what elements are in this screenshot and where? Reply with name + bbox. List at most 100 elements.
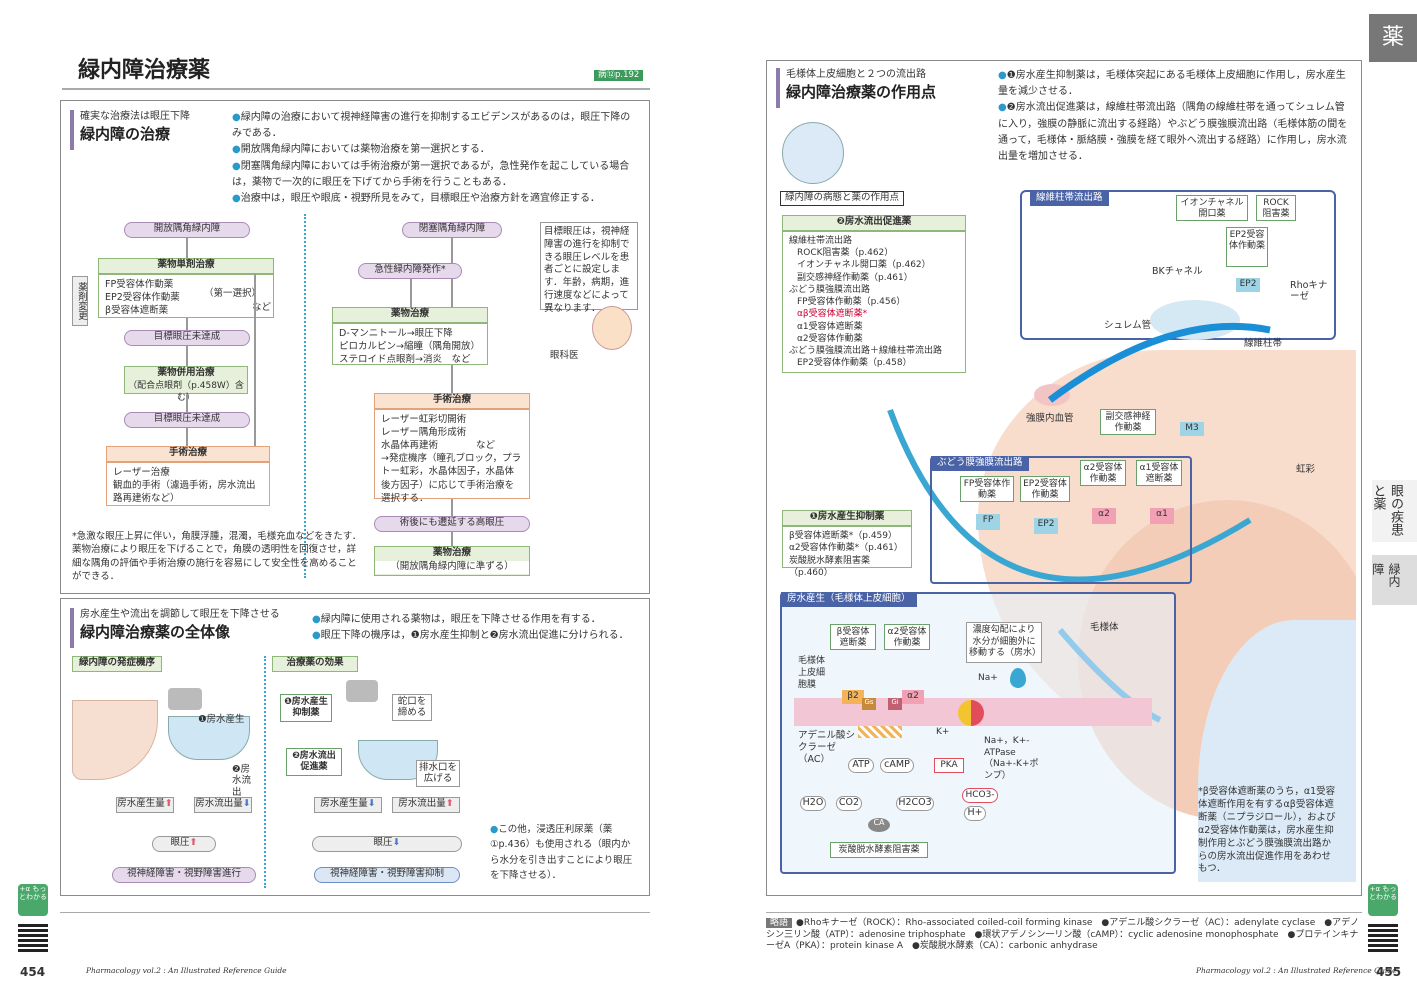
- section1-title: 緑内障の治療: [80, 124, 171, 143]
- section2-title: 緑内障治療薬の全体像: [80, 622, 231, 641]
- page-number-left: 454: [20, 965, 46, 979]
- doctor-avatar: [592, 306, 632, 350]
- outflow-promoter-title: ❷房水流出促進薬: [782, 215, 966, 231]
- surgery-header-2: 手術治療: [374, 393, 530, 409]
- production-inhibitor-list: β受容体遮断薬*（p.459）α2受容体作動薬*（p.461）炭酸脱水酵素阻害薬…: [782, 526, 912, 578]
- water-drop-icon: [1010, 668, 1026, 688]
- iop-down: 眼圧⬇: [312, 836, 462, 852]
- right-sub: 毛様体上皮細胞と２つの流出路: [786, 69, 926, 80]
- drug-therapy-2: 薬物治療（開放隅角緑内障に準ずる）: [374, 546, 530, 576]
- aqueous-production-title: 房水産生（毛様体上皮細胞）: [781, 592, 917, 607]
- persistent-iop-box: 術後にも遷延する高眼圧: [374, 516, 530, 532]
- section1-bullets: ●緑内障の治療において視神経障害の進行を抑制するエビデンスがあるのは，眼圧下降の…: [232, 110, 640, 207]
- drug-therapy-list: D-マンニトール→眼圧下降ピロカルピン→縮瞳（隅角開放）ステロイド点眼剤→消炎 …: [332, 323, 488, 365]
- ep2-receptor-2: EP2: [1034, 518, 1058, 534]
- h-node: H+: [964, 806, 986, 821]
- ep2-receptor: EP2: [1236, 278, 1260, 292]
- faucet-icon: [168, 688, 202, 710]
- alpha2-receptor-2: α2: [902, 690, 924, 704]
- gi-protein: Gi: [888, 698, 902, 710]
- scleral-vessel-label: 強膜内血管: [1026, 413, 1074, 424]
- ac-enzyme: [858, 726, 902, 738]
- pathogenesis-label: 緑内障の発症機序: [72, 656, 162, 672]
- drug-change-box: 薬剤変更: [72, 276, 88, 326]
- na-ion: Na+: [978, 673, 998, 683]
- production-inhibitor-tag: ❶房水産生抑制薬: [280, 694, 332, 722]
- parasympathetic-agonist: 副交感神経作動薬: [1100, 409, 1156, 435]
- production-amount-up: 房水産生量⬆: [116, 797, 174, 813]
- abbr-tag: 略語: [766, 918, 793, 928]
- pump-label: Na+，K+-ATPase（Na+-K+ポンプ）: [984, 736, 1039, 782]
- widen-drain-note: 排水口を広げる: [416, 760, 460, 787]
- bullet: ●閉塞隅角緑内障においては手術治療が第一選択であるが，急性発作を起こしている場合…: [232, 160, 630, 188]
- beta2-receptor: β2: [842, 690, 864, 704]
- alpha1-receptor: α1: [1150, 508, 1174, 524]
- fp-agonist: FP受容体作動薬: [960, 476, 1014, 502]
- surgery-list-1: レーザー治療観血的手術（濾過手術，房水流出路再建術など）: [106, 462, 270, 506]
- iris-label: 虹彩: [1296, 464, 1316, 475]
- fp-receptor: FP: [976, 514, 1000, 530]
- qr-code-left[interactable]: [18, 922, 48, 952]
- production-label: ❶房水産生: [198, 714, 245, 725]
- trabecular-outflow-box: [1020, 190, 1336, 340]
- monotherapy-header: 薬物単剤治療: [98, 258, 274, 274]
- production-amount-down: 房水産生量⬇: [314, 797, 382, 813]
- surgery-header-1: 手術治療: [106, 446, 270, 462]
- chapter-tab: 薬: [1369, 14, 1417, 62]
- ref-badge: 病⑫p.192: [594, 70, 644, 82]
- pathology-site-label: 緑内障の病態と薬の作用点: [780, 191, 905, 206]
- section-treatment: [60, 100, 650, 594]
- ion-channel-opener: イオンチャネル開口薬: [1176, 195, 1248, 221]
- section2-sub: 房水産生や流出を調節して眼圧を下降させる: [80, 609, 280, 620]
- acute-attack-box: 急性緑内障発作*: [358, 263, 462, 279]
- page-number-right: 455: [1376, 965, 1402, 979]
- footer-rule-right: [766, 912, 1362, 913]
- ep2-agonist-2: EP2受容体作動薬: [1020, 476, 1070, 502]
- rock-inhibitor: ROCK阻害薬: [1256, 195, 1296, 221]
- outflow-amount-down: 房水流出量⬇: [194, 797, 252, 813]
- h2o-node: H2O: [800, 796, 826, 811]
- gradient-note: 濃度勾配により水分が細胞外に移動する（房水）: [966, 622, 1042, 663]
- plus-alpha-icon-right[interactable]: +α もっとわかる: [1368, 884, 1398, 916]
- section-overview: [60, 598, 650, 896]
- eye-thumbnail: [782, 122, 844, 184]
- etc-label: など: [252, 302, 272, 313]
- section1-sub: 確実な治療法は眼圧下降: [80, 111, 190, 122]
- ca-enzyme: CA: [868, 818, 890, 832]
- camp-node: cAMP: [880, 758, 914, 773]
- production-inhibitor-title: ❶房水産生抑制薬: [782, 510, 912, 526]
- outflow-amount-up: 房水流出量⬆: [392, 797, 460, 813]
- section1-header: 確実な治療法は眼圧下降 緑内障の治療: [70, 110, 220, 150]
- beta-blocker-tag: β受容体遮断薬: [830, 624, 876, 650]
- qr-code-right[interactable]: [1368, 922, 1398, 952]
- trabecular-outflow-title: 線維柱帯流出路: [1030, 191, 1109, 206]
- side-tab-glaucoma: 緑内障: [1371, 555, 1417, 605]
- close-faucet-note: 蛇口を締める: [392, 694, 432, 721]
- abbreviation-block: 略語●Rhoキナーゼ（ROCK）：Rho-associated coiled-c…: [766, 918, 1360, 953]
- alpha2-agonist-tag: α2受容体作動薬: [884, 624, 930, 650]
- ca-inhibitor-tag: 炭酸脱水酵素阻害薬: [830, 842, 928, 858]
- co2-node: CO2: [836, 796, 862, 811]
- bk-channel-label: BKチャネル: [1152, 266, 1203, 277]
- m3-receptor: M3: [1180, 422, 1204, 436]
- doctor-label: 眼科医: [550, 350, 579, 361]
- ciliary-body-label: 毛様体: [1090, 622, 1119, 633]
- hco3-node: HCO3-: [962, 788, 998, 803]
- schlemm-label: シュレム管: [1104, 320, 1152, 331]
- closed-angle-box: 閉塞隅角緑内障: [402, 222, 502, 238]
- bullet: ●開放隅角緑内障においては薬物治療を第一選択とする．: [232, 144, 490, 156]
- basin-icon: [168, 716, 250, 760]
- open-angle-box: 開放隅角緑内障: [124, 222, 250, 238]
- uveoscleral-box: [930, 456, 1192, 584]
- unmet-target-1: 目標眼圧未達成: [124, 330, 250, 346]
- outflow-label: ❷房水流出: [232, 764, 252, 798]
- alpha2-agonist: α2受容体作動薬: [1080, 460, 1126, 486]
- combination-box: 薬物併用治療（配合点眼剤（p.458W）含む）: [124, 366, 248, 403]
- plus-alpha-icon-left[interactable]: +α もっとわかる: [18, 884, 48, 916]
- pump-icon: [958, 700, 984, 726]
- k-ion: K+: [936, 727, 950, 737]
- target-iop-note: 目標眼圧は，視神経障害の進行を抑制できる眼圧レベルを患者ごとに設定します．年齢，…: [540, 222, 638, 314]
- right-footnote: *β受容体遮断薬のうち，α1受容体遮断作用を有するαβ受容体遮断薬（ニプラジロー…: [1198, 786, 1336, 875]
- bullet: ●治療中は，眼圧や眼底・視野所見をみて，目標眼圧や治療方針を適宜修正する．: [232, 192, 601, 204]
- first-choice: （第一選択）: [204, 288, 262, 299]
